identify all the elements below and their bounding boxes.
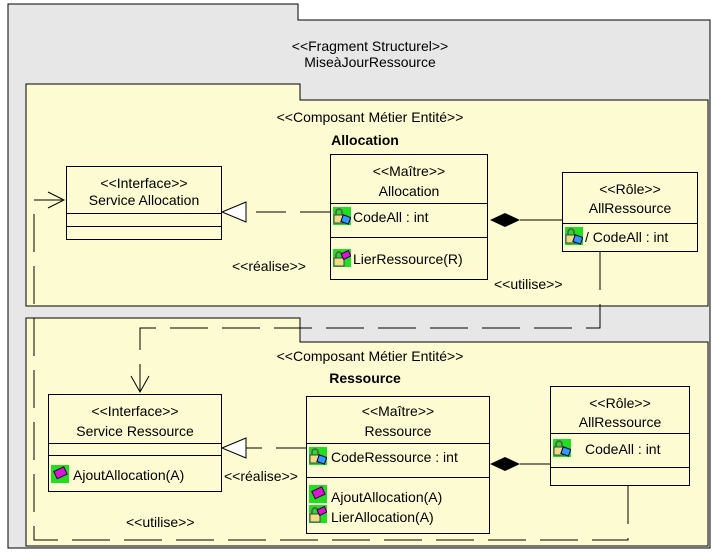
uses-label-bottom: <<utilise>> bbox=[126, 514, 195, 530]
master-operation: AjoutAllocation(A) bbox=[331, 489, 443, 505]
realise-label-bottom: <<réalise>> bbox=[224, 468, 298, 484]
lock-attribute-icon bbox=[553, 439, 571, 457]
role-attribute: CodeAll : int bbox=[585, 441, 661, 457]
interface-name: Service Ressource bbox=[76, 423, 194, 439]
operation-icon bbox=[309, 485, 327, 503]
interface-name: Service Allocation bbox=[88, 192, 200, 208]
component-ressource-name: Ressource bbox=[329, 370, 401, 386]
master-attribute: CodeRessource : int bbox=[331, 449, 458, 465]
role-stereotype: <<Rôle>> bbox=[589, 395, 651, 411]
role-attribute: / CodeAll : int bbox=[585, 229, 669, 245]
master-attribute: CodeAll : int bbox=[353, 209, 429, 225]
lock-attribute-icon bbox=[333, 207, 351, 225]
role-name: AllRessource bbox=[588, 200, 672, 216]
lock-attribute-icon bbox=[309, 447, 327, 465]
component-allocation-name: Allocation bbox=[331, 132, 399, 148]
lock-operation-icon bbox=[333, 249, 351, 267]
component-allocation-stereotype: <<Composant Métier Entité>> bbox=[276, 109, 464, 125]
role-class-allressource-bottom[interactable]: <<Rôle>> AllRessource CodeAll : int bbox=[550, 386, 690, 486]
operation-icon bbox=[51, 465, 69, 483]
interface-operation: AjoutAllocation(A) bbox=[73, 467, 185, 483]
lock-attribute-icon bbox=[565, 227, 583, 245]
fragment-stereotype: <<Fragment Structurel>> bbox=[291, 38, 449, 54]
lock-operation-icon bbox=[309, 505, 327, 523]
master-stereotype: <<Maître>> bbox=[372, 163, 446, 179]
role-class-allressource-top[interactable]: <<Rôle>> AllRessource / CodeAll : int bbox=[562, 172, 698, 252]
master-operation: LierRessource(R) bbox=[353, 251, 463, 267]
fragment-name: MiseàJourRessource bbox=[304, 54, 436, 70]
interface-service-ressource[interactable]: <<Interface>> Service Ressource AjoutAll… bbox=[48, 394, 222, 492]
master-name: Ressource bbox=[364, 423, 432, 439]
interface-stereotype: <<Interface>> bbox=[91, 403, 179, 419]
master-class-ressource[interactable]: <<Maître>> Ressource CodeRessource : int… bbox=[306, 396, 490, 534]
master-stereotype: <<Maître>> bbox=[361, 403, 435, 419]
master-class-allocation[interactable]: <<Maître>> Allocation CodeAll : int Lier… bbox=[330, 154, 488, 280]
role-stereotype: <<Rôle>> bbox=[599, 181, 661, 197]
realise-label-top: <<réalise>> bbox=[232, 258, 306, 274]
master-name: Allocation bbox=[378, 183, 440, 199]
component-ressource-stereotype: <<Composant Métier Entité>> bbox=[276, 348, 464, 364]
master-operation: LierAllocation(A) bbox=[331, 509, 434, 525]
interface-service-allocation[interactable]: <<Interface>> Service Allocation bbox=[66, 166, 222, 240]
interface-stereotype: <<Interface>> bbox=[100, 175, 188, 191]
role-name: AllRessource bbox=[578, 414, 662, 430]
uses-label-top: <<utilise>> bbox=[494, 276, 563, 292]
